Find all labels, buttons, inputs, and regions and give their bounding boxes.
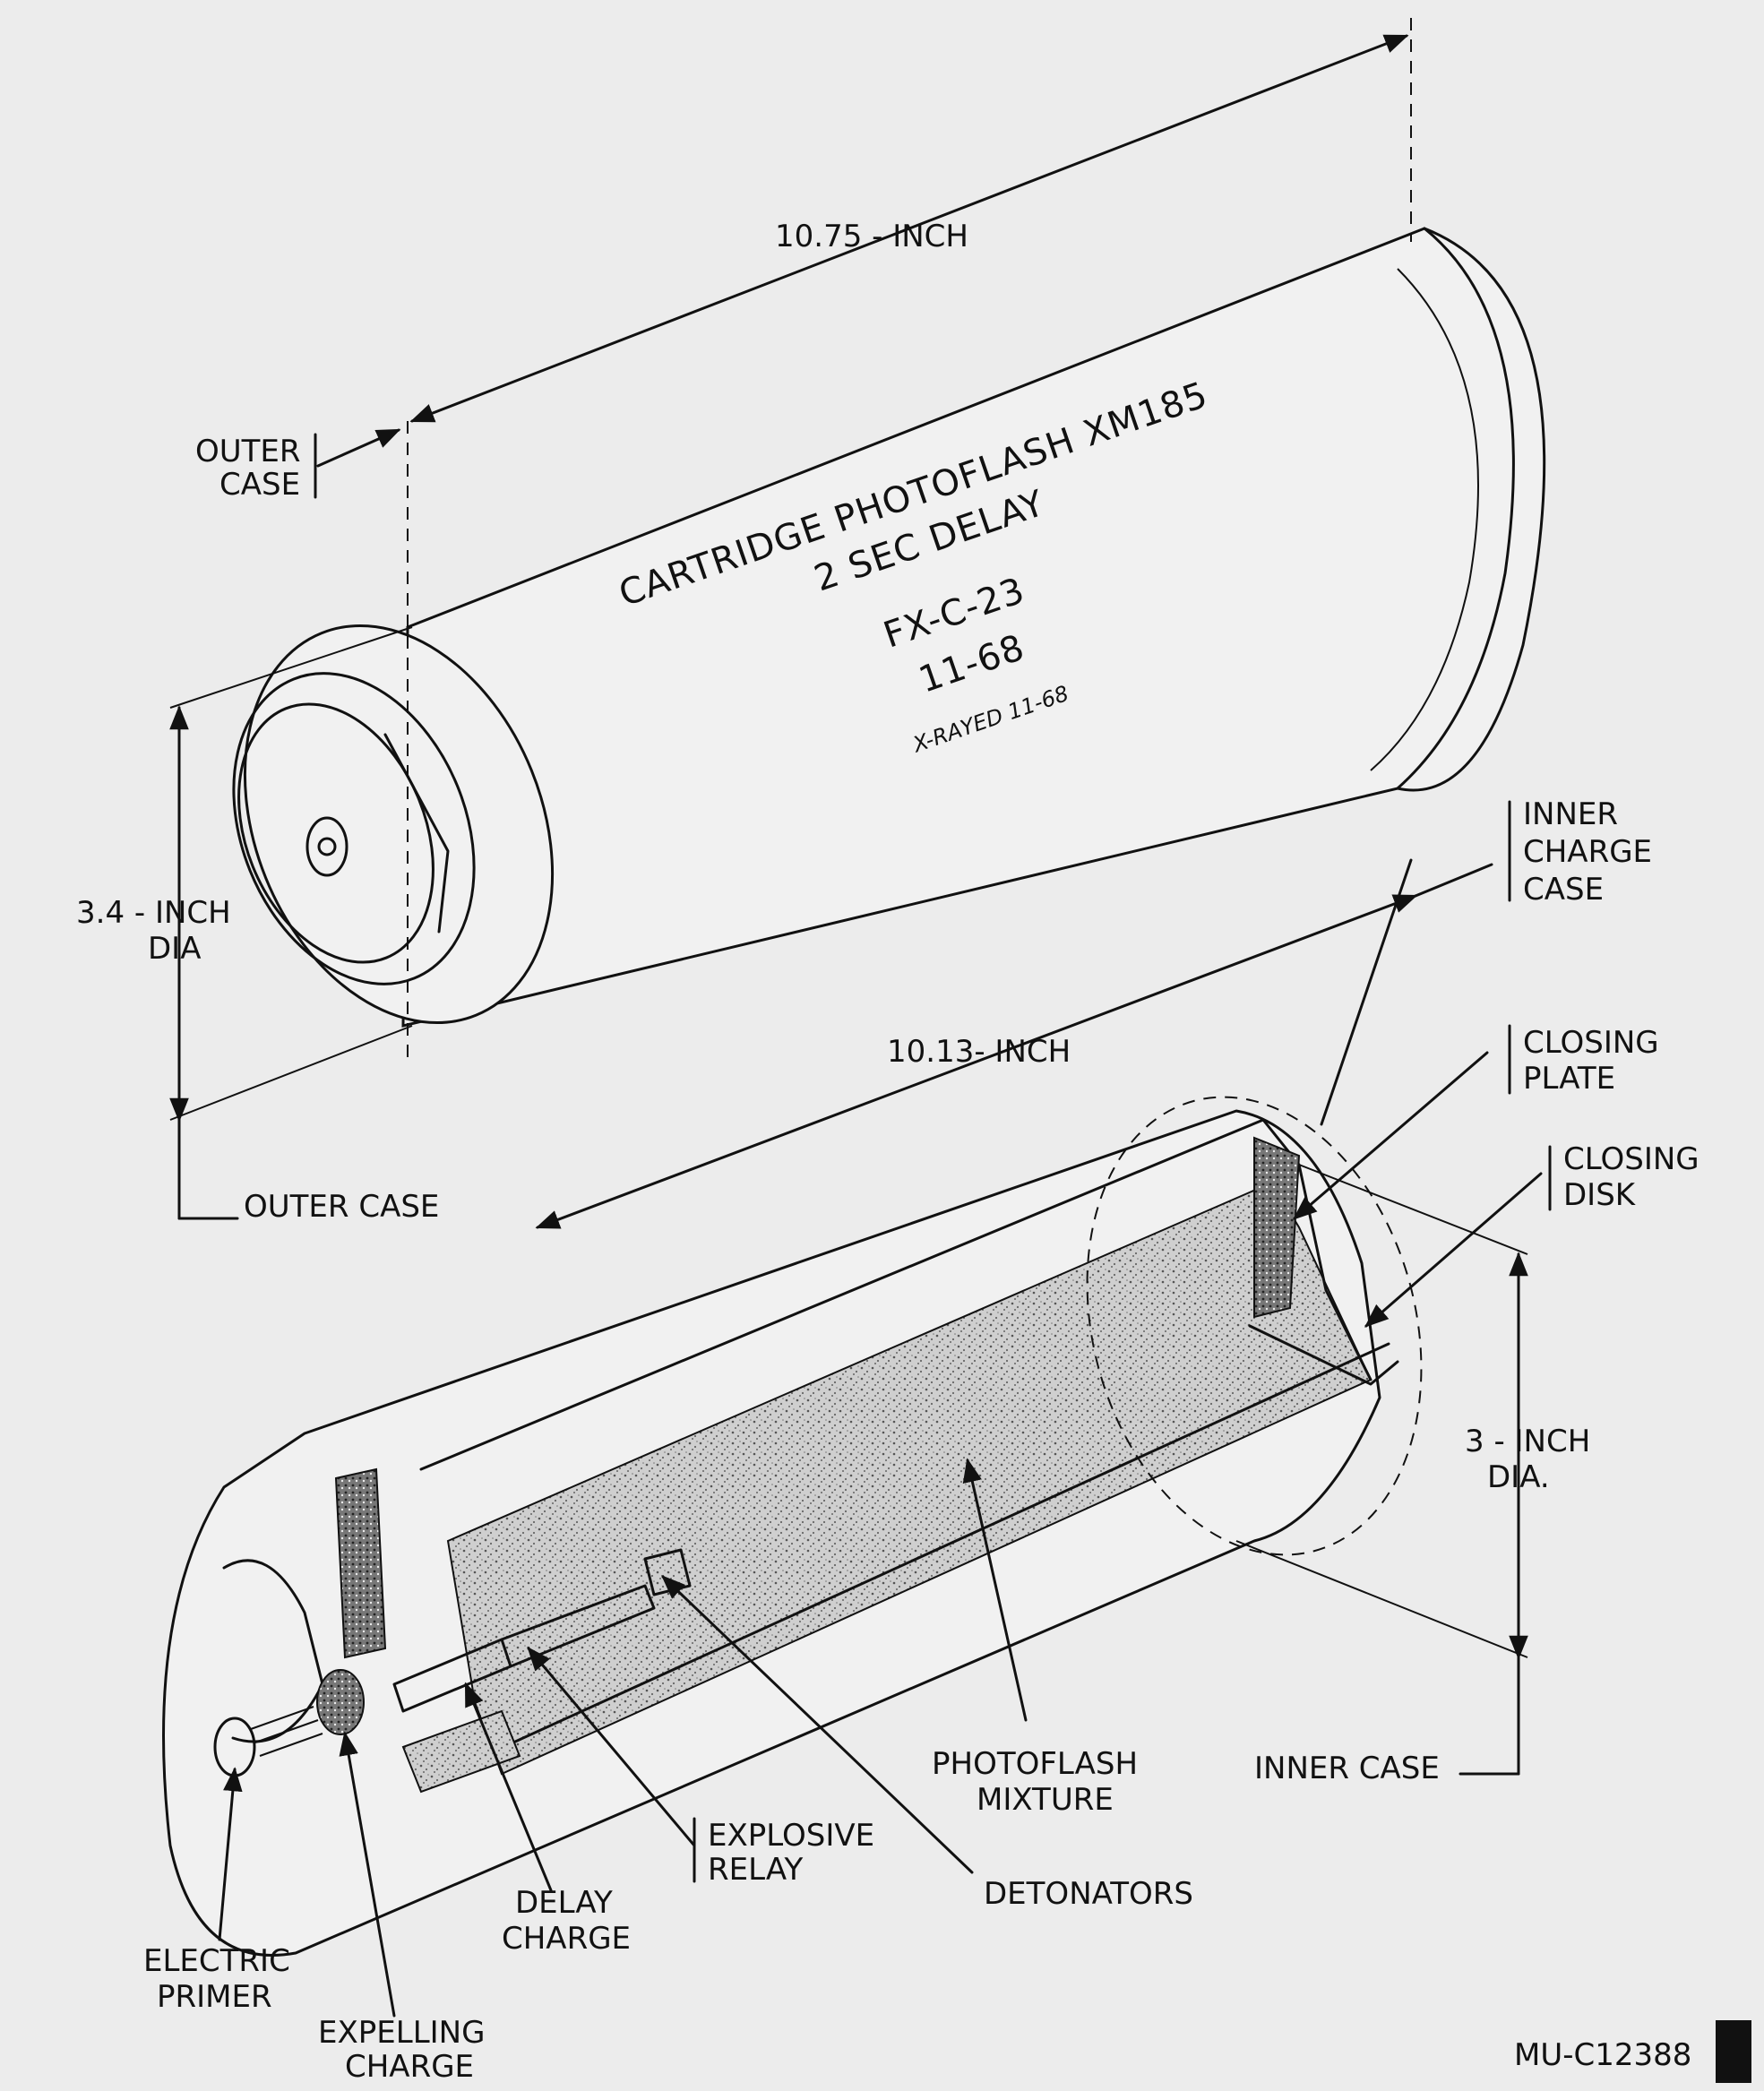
label-closing-disk-1: CLOSING bbox=[1563, 1141, 1699, 1177]
expelling-charge-disc bbox=[316, 1669, 365, 1735]
dim-inner-charge-case-ref bbox=[1414, 863, 1493, 898]
label-explosive-relay-2: RELAY bbox=[708, 1852, 803, 1888]
leader-lines bbox=[218, 1051, 1543, 2018]
far-end-inner-curve bbox=[1370, 268, 1479, 771]
leader-detonators bbox=[661, 1575, 974, 1874]
label-detonators: DETONATORS bbox=[984, 1876, 1193, 1912]
leader-delay-charge bbox=[464, 1682, 553, 1892]
label-expelling-charge-2: CHARGE bbox=[345, 2049, 474, 2085]
dim-dia-outer-label-1: 3.4 - INCH bbox=[76, 895, 231, 931]
dim-length-inner-label: 10.13- INCH bbox=[887, 1034, 1071, 1070]
figure-id: MU-C12388 bbox=[1514, 2037, 1691, 2073]
leader-photoflash bbox=[962, 1458, 1028, 1722]
dim-inner-charge-case-down bbox=[1320, 858, 1413, 1126]
leader-electric-primer bbox=[218, 1767, 243, 1941]
end-wall-section bbox=[334, 1467, 387, 1659]
label-outer-case-left: OUTER CASE bbox=[244, 1189, 439, 1225]
label-outer-case-top-2: CASE bbox=[219, 467, 300, 503]
closing-disk bbox=[1248, 1324, 1399, 1386]
outer-case-body bbox=[401, 227, 1546, 1028]
lower-solid-block bbox=[401, 1709, 521, 1794]
dim-outer-case-top-ref bbox=[316, 428, 401, 468]
primer-center bbox=[317, 837, 337, 856]
label-closing-plate-1: CLOSING bbox=[1523, 1025, 1659, 1061]
dim-dia-outer-ext-bot bbox=[169, 1025, 413, 1121]
label-photoflash-2: MIXTURE bbox=[977, 1782, 1114, 1818]
dimension-lines bbox=[169, 18, 1528, 1776]
label-closing-plate-2: PLATE bbox=[1523, 1061, 1615, 1097]
label-electric-primer-1: ELECTRIC bbox=[143, 1943, 290, 1979]
label-electric-primer-2: PRIMER bbox=[157, 1979, 272, 2015]
label-delay-charge-2: CHARGE bbox=[502, 1921, 631, 1957]
dim-length-inner-line bbox=[535, 894, 1418, 1229]
label-inner-case: INNER CASE bbox=[1254, 1751, 1440, 1786]
label-explosive-relay-1: EXPLOSIVE bbox=[708, 1818, 874, 1854]
end-cap-hex bbox=[383, 733, 450, 934]
end-cap-outer bbox=[232, 672, 476, 985]
outer-cartridge bbox=[232, 227, 1546, 1028]
primer-thread bbox=[250, 1706, 323, 1757]
detonators-block bbox=[643, 1548, 692, 1596]
primer-ring bbox=[305, 816, 348, 877]
explosive-relay-tube bbox=[500, 1584, 656, 1668]
label-photoflash-1: PHOTOFLASH bbox=[932, 1746, 1138, 1782]
label-outer-case-top-1: OUTER bbox=[195, 434, 301, 469]
label-inner-charge-case-1: INNER bbox=[1523, 796, 1618, 832]
dim-length-outer-label: 10.75 - INCH bbox=[775, 219, 968, 254]
outer-case-end-ring bbox=[243, 624, 555, 1025]
label-closing-disk-2: DISK bbox=[1563, 1177, 1637, 1213]
leader-explosive-relay bbox=[527, 1646, 696, 1847]
dim-dia-inner-label-1: 3 - INCH bbox=[1465, 1424, 1590, 1459]
dim-dia-inner-label-2: DIA. bbox=[1487, 1459, 1550, 1495]
far-end-curve bbox=[1396, 227, 1515, 790]
label-expelling-charge-1: EXPELLING bbox=[318, 2015, 485, 2051]
dim-length-outer-line bbox=[409, 34, 1409, 423]
dim-dia-inner-ext-bot bbox=[1235, 1540, 1528, 1658]
leader-expelling-charge bbox=[339, 1731, 396, 2018]
primer-housing bbox=[222, 1559, 324, 1743]
corner-mark bbox=[1716, 2020, 1751, 2083]
label-inner-charge-case-3: CASE bbox=[1523, 872, 1604, 908]
leader-closing-plate bbox=[1292, 1051, 1489, 1220]
dim-dia-outer-ext-top bbox=[169, 626, 413, 709]
dim-dia-outer-label-2: DIA bbox=[148, 931, 201, 967]
dim-dia-inner-ext-top bbox=[1298, 1164, 1528, 1255]
cutaway-cartridge bbox=[162, 1096, 1423, 1957]
inner-charge-case-floor bbox=[482, 1342, 1390, 1758]
label-delay-charge-1: DELAY bbox=[515, 1885, 613, 1921]
leader-closing-disk bbox=[1364, 1172, 1543, 1328]
label-inner-charge-case-2: CHARGE bbox=[1523, 834, 1652, 870]
